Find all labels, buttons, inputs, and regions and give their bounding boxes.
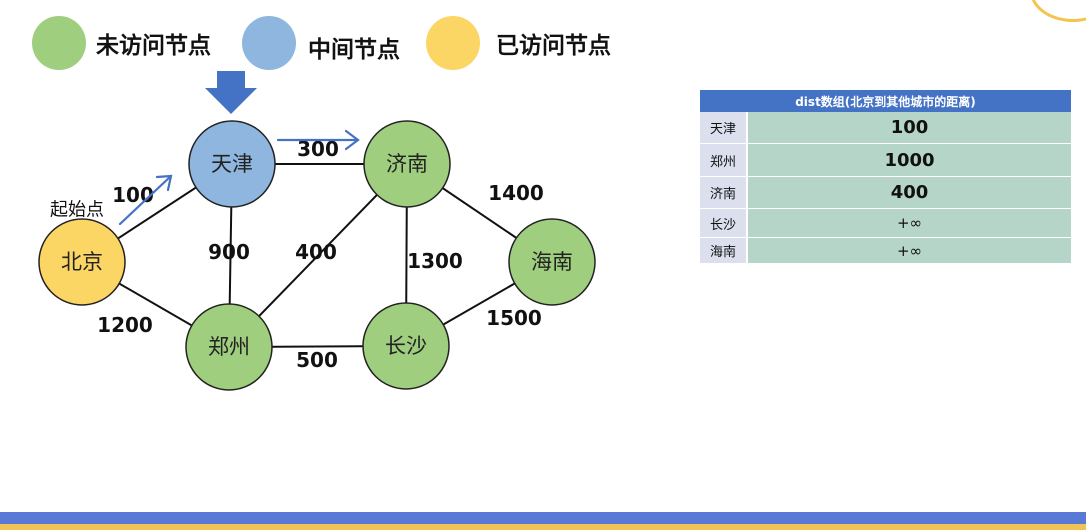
legend-middle-label: 中间节点 bbox=[308, 37, 400, 63]
legend-unvisited-swatch bbox=[32, 16, 86, 70]
legend-unvisited-label: 未访问节点 bbox=[96, 33, 211, 59]
corner-decoration bbox=[1030, 0, 1086, 22]
current-node-pointer-icon bbox=[205, 71, 257, 114]
dist-city-cell: 海南 bbox=[700, 238, 748, 264]
edge-weight-beijing-zhengzhou: 1200 bbox=[97, 313, 153, 337]
dist-value-cell: +∞ bbox=[748, 238, 1071, 264]
direction-arrow-icon bbox=[118, 174, 173, 226]
node-hainan bbox=[508, 218, 596, 306]
edge-weight-jinan-hainan: 1400 bbox=[488, 181, 544, 205]
node-label-jinan: 济南 bbox=[386, 152, 428, 176]
legend-middle-swatch bbox=[242, 16, 296, 70]
node-beijing bbox=[38, 218, 126, 306]
marks-layer: 起始点 bbox=[50, 71, 360, 226]
start-label: 起始点 bbox=[50, 200, 104, 221]
node-label-tianjin: 天津 bbox=[211, 152, 253, 176]
edge-weight-jinan-changsha: 1300 bbox=[407, 249, 463, 273]
bottom-strip bbox=[0, 524, 1086, 530]
legend-unvisited: 未访问节点 bbox=[32, 14, 232, 70]
legend-visited-label: 已访问节点 bbox=[496, 33, 611, 59]
direction-arrow-icon bbox=[276, 129, 360, 151]
dist-city-cell: 长沙 bbox=[700, 209, 748, 238]
table-row: 长沙+∞ bbox=[700, 209, 1071, 238]
edge-weight-beijing-tianjin: 100 bbox=[112, 183, 154, 207]
node-label-hainan: 海南 bbox=[531, 250, 573, 274]
node-label-beijing: 北京 bbox=[61, 250, 103, 274]
edge-weight-zhengzhou-jinan: 400 bbox=[295, 240, 337, 264]
node-label-zhengzhou: 郑州 bbox=[208, 335, 250, 359]
dist-value-cell: 400 bbox=[748, 177, 1071, 209]
table-row: 海南+∞ bbox=[700, 238, 1071, 264]
node-label-changsha: 长沙 bbox=[385, 334, 427, 358]
edge-weight-zhengzhou-changsha: 500 bbox=[296, 348, 338, 372]
dist-city-cell: 济南 bbox=[700, 177, 748, 209]
dist-value-cell: +∞ bbox=[748, 209, 1071, 238]
edge-weight-tianjin-zhengzhou: 900 bbox=[208, 240, 250, 264]
node-zhengzhou bbox=[185, 303, 273, 391]
dist-city-cell: 天津 bbox=[700, 112, 748, 144]
dist-value-cell: 1000 bbox=[748, 144, 1071, 177]
legend-middle: 中间节点 bbox=[242, 14, 422, 70]
node-tianjin bbox=[188, 120, 276, 208]
edge-weight-changsha-hainan: 1500 bbox=[486, 306, 542, 330]
dist-city-cell: 郑州 bbox=[700, 144, 748, 177]
dist-table-header: dist数组(北京到其他城市的距离) bbox=[700, 90, 1071, 112]
node-jinan bbox=[363, 120, 451, 208]
node-changsha bbox=[362, 302, 450, 390]
legend-visited: 已访问节点 bbox=[426, 14, 626, 70]
dist-value-cell: 100 bbox=[748, 112, 1071, 144]
legend-visited-swatch bbox=[426, 16, 480, 70]
